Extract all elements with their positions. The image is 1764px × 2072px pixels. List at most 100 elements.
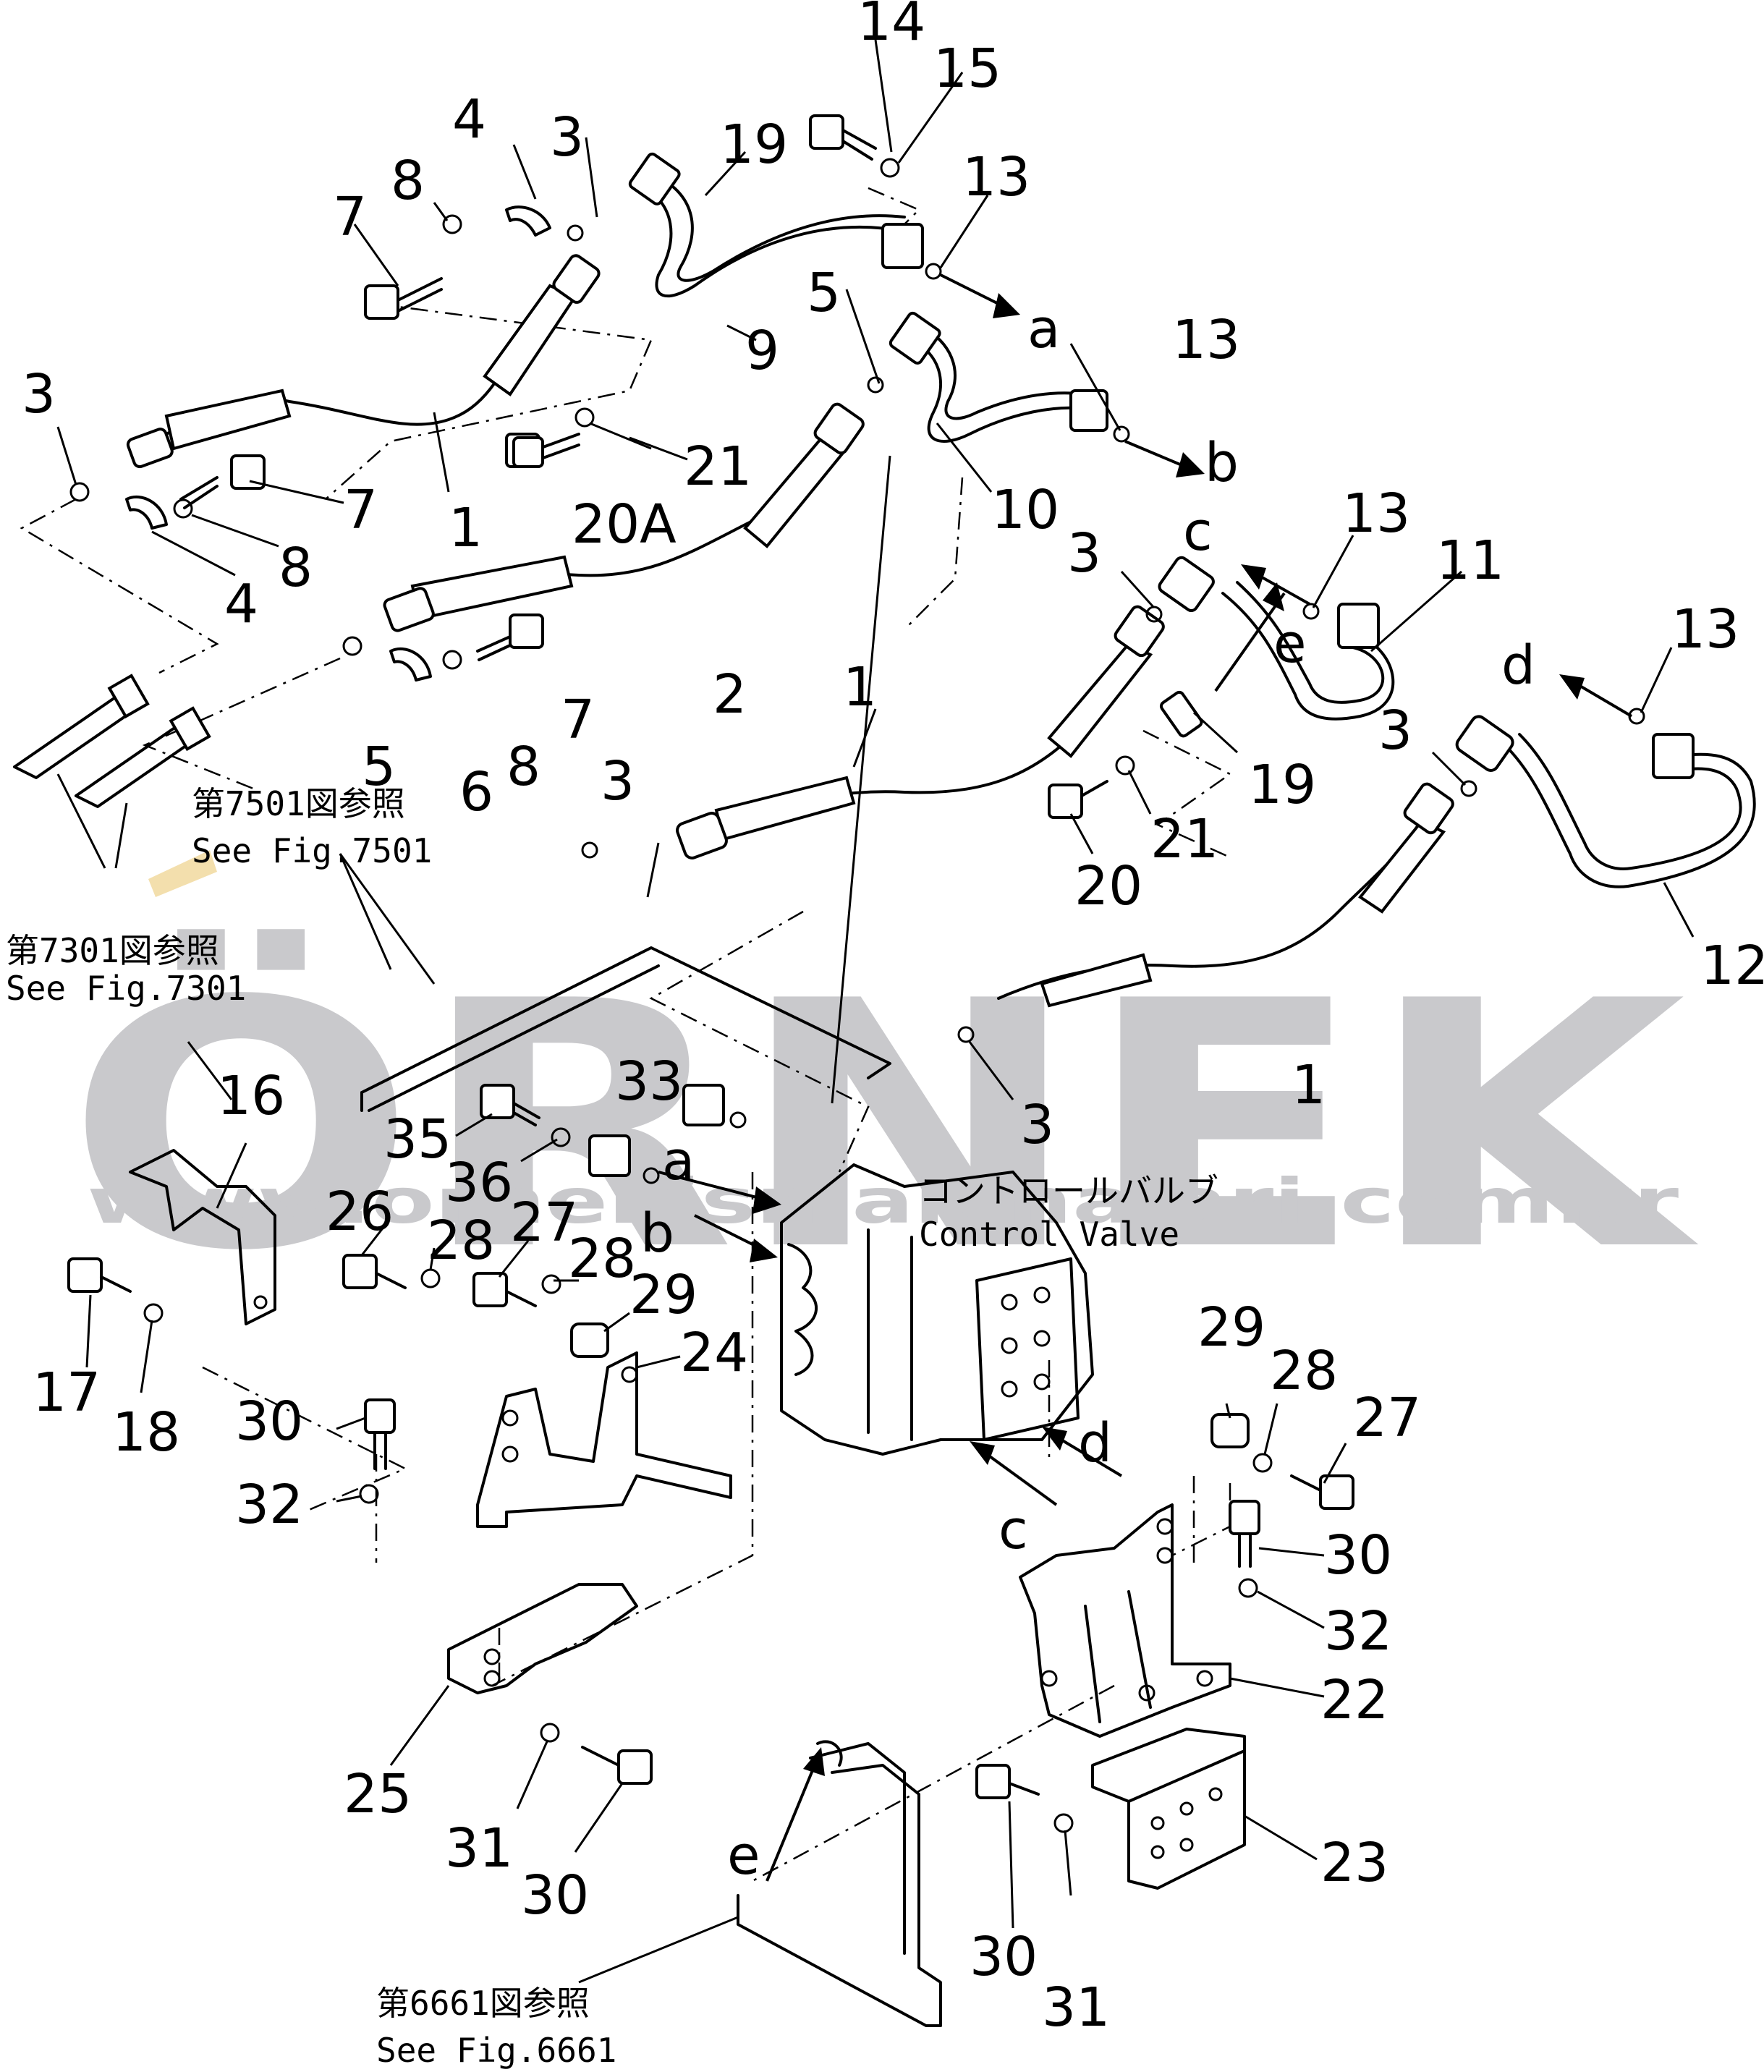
callout-35: 35	[383, 1108, 451, 1171]
spacer	[570, 1322, 609, 1358]
callout-4b: 4	[224, 573, 258, 635]
callout-7c: 7	[561, 689, 595, 751]
callout-24: 24	[680, 1322, 748, 1384]
callout-31b: 31	[1042, 1977, 1110, 2039]
callout-3f: 3	[1020, 1094, 1054, 1156]
callout-3: 3	[550, 106, 584, 169]
callout-32: 32	[235, 1474, 303, 1536]
callout-1c: 1	[1292, 1054, 1326, 1116]
callout-2: 2	[713, 663, 747, 726]
callout-31: 31	[445, 1817, 513, 1880]
callout-27b: 27	[1353, 1387, 1421, 1449]
clamp	[389, 647, 432, 682]
bolt	[1229, 1500, 1260, 1568]
callout-23: 23	[1320, 1832, 1388, 1894]
fittings	[67, 114, 1645, 1833]
callout-12: 12	[1700, 935, 1764, 997]
callout-32b: 32	[1324, 1600, 1392, 1663]
spacer	[1210, 1413, 1250, 1448]
callout-22: 22	[1320, 1669, 1388, 1731]
letter-c-valve: c	[998, 1499, 1028, 1561]
letter-a-valve: a	[662, 1130, 695, 1192]
flange-block	[1159, 690, 1203, 738]
connection-arrows	[658, 273, 1633, 1882]
callout-8c: 8	[506, 736, 540, 798]
watermark: ÖRNEK www.ornekismakinalari.com.tr	[65, 850, 1701, 1325]
leader-lines	[56, 39, 1695, 1984]
bolt	[975, 1764, 1040, 1799]
tube-11	[1158, 556, 1395, 721]
callout-13d: 13	[1671, 598, 1739, 661]
callout-15: 15	[933, 38, 1001, 100]
control-valve-label-jp: コントロールバルブ	[919, 1171, 1218, 1210]
callout-30d: 30	[970, 1926, 1038, 1988]
callout-3e: 3	[601, 750, 635, 812]
callout-17: 17	[33, 1362, 101, 1424]
callout-14: 14	[857, 0, 925, 53]
control-valve-body	[780, 1163, 1094, 1456]
callout-30c: 30	[521, 1864, 589, 1927]
letter-d-valve: d	[1078, 1412, 1112, 1474]
left-rods	[13, 674, 211, 808]
callout-26: 26	[326, 1181, 394, 1243]
callout-21: 21	[684, 436, 752, 498]
callout-6: 6	[459, 761, 493, 823]
tube-9	[628, 152, 924, 298]
callout-36: 36	[445, 1152, 513, 1214]
bracket-24	[476, 1351, 732, 1528]
callout-19b: 19	[1248, 754, 1316, 816]
tube-10	[889, 311, 1108, 443]
callout-7: 7	[333, 186, 367, 248]
callout-25: 25	[344, 1763, 412, 1825]
reference-labels: 第7501図参照 See Fig.7501 第7301図参照 See Fig.7…	[6, 784, 1218, 2070]
callout-27: 27	[510, 1192, 578, 1254]
hose-2	[383, 402, 865, 632]
watermark-accent-mark	[148, 850, 217, 897]
washers	[69, 158, 1645, 1833]
bolt	[476, 613, 544, 661]
bolt	[472, 1272, 537, 1307]
ref-fig7301-jp: 第7301図参照	[6, 931, 219, 970]
control-valve-label-en: Control Valve	[919, 1215, 1179, 1254]
callout-1: 1	[449, 497, 483, 559]
bolt	[364, 1398, 396, 1470]
callout-20a: 20A	[572, 493, 677, 556]
hose-1-upper	[126, 254, 601, 469]
callout-13c: 13	[1342, 483, 1410, 545]
callout-18: 18	[112, 1401, 180, 1464]
hose-1-lower	[997, 782, 1454, 1008]
part-number-labels: 14 15 13 19 4 3 8 7 9 5 13 3 21 7 10 1 2…	[22, 0, 1764, 2039]
callout-8b: 8	[279, 537, 313, 599]
bolt	[480, 1084, 540, 1126]
lower-plate	[737, 1740, 942, 2027]
callout-29b: 29	[1197, 1296, 1265, 1359]
ref-fig7301-en: See Fig.7301	[6, 969, 246, 1008]
callout-33: 33	[615, 1050, 683, 1113]
tube-12	[1455, 715, 1756, 888]
bolt	[512, 436, 544, 468]
callout-30b: 30	[1324, 1524, 1392, 1587]
bolt	[364, 277, 443, 320]
callout-3c: 3	[1067, 522, 1101, 585]
letter-c: c	[1183, 501, 1213, 563]
bolt	[342, 1254, 407, 1289]
callout-28: 28	[427, 1210, 495, 1272]
letter-d: d	[1501, 634, 1535, 697]
callout-9: 9	[745, 320, 779, 382]
bracket-22	[1019, 1503, 1231, 1738]
flange-plate	[588, 1134, 631, 1177]
ref-fig6661-en: See Fig.6661	[376, 2031, 616, 2070]
callout-30: 30	[235, 1390, 303, 1453]
ref-fig6661-jp: 第6661図参照	[376, 1984, 590, 2023]
flange-plate	[682, 1084, 725, 1126]
letter-a: a	[1027, 298, 1060, 360]
callout-7b: 7	[344, 479, 378, 541]
callout-28b: 28	[568, 1228, 636, 1290]
callout-3d: 3	[1378, 700, 1412, 762]
ref-fig7501-jp: 第7501図参照	[192, 784, 405, 823]
clamp	[125, 495, 168, 530]
bolt	[581, 1746, 653, 1785]
callout-5: 5	[807, 262, 841, 324]
